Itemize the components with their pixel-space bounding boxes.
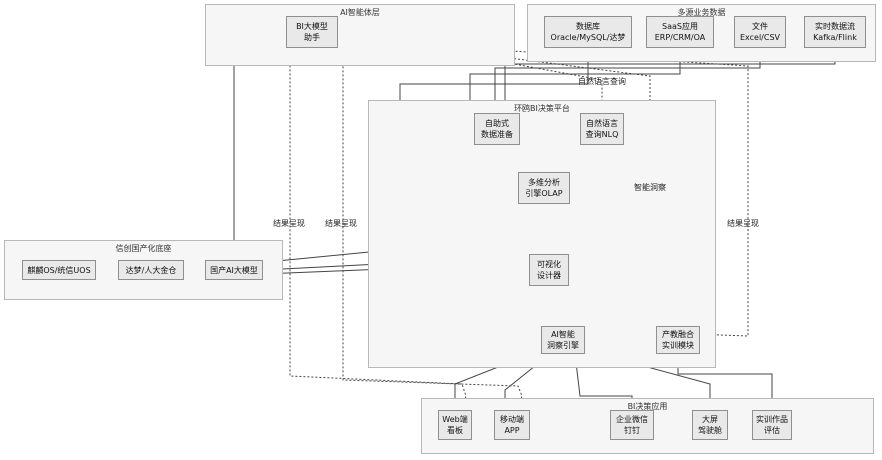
node-bi-assistant[interactable]: BI大模型助手 <box>286 16 338 48</box>
node-domestic-ai[interactable]: 国产AI大模型 <box>205 260 263 280</box>
node-dameng[interactable]: 达梦/人大金仓 <box>118 260 184 280</box>
node-training-module[interactable]: 产教融合实训模块 <box>656 326 700 354</box>
edge-label-smart-insight: 智能洞察 <box>634 183 666 192</box>
node-self-data-prep[interactable]: 自助式数据准备 <box>474 113 520 145</box>
group-xinchuang-base-title: 信创国产化底座 <box>115 244 172 253</box>
node-viz-designer[interactable]: 可视化设计器 <box>529 254 569 286</box>
group-ai-agent-layer: AI智能体层 <box>205 4 515 66</box>
node-nlq[interactable]: 自然语言查询NLQ <box>580 113 624 145</box>
node-wechat-dingtalk[interactable]: 企业微信钉钉 <box>610 410 654 440</box>
node-ai-insight[interactable]: AI智能洞察引擎 <box>541 326 585 354</box>
edge-label-result-left-1: 结果呈现 <box>273 219 305 228</box>
node-kylin-os[interactable]: 麒麟OS/统信UOS <box>22 260 96 280</box>
edge-label-nl-query: 自然语言查询 <box>578 77 626 86</box>
node-web-dashboard[interactable]: Web端看板 <box>438 410 472 440</box>
group-ai-agent-layer-title: AI智能体层 <box>340 8 380 17</box>
group-bi-platform: 环鸥BI决策平台 <box>368 100 716 368</box>
edge-label-result-left-2: 结果呈现 <box>325 219 357 228</box>
node-big-screen[interactable]: 大屏驾驶舱 <box>692 410 728 440</box>
node-olap[interactable]: 多维分析引擎OLAP <box>518 172 570 204</box>
edge-label-result-right: 结果呈现 <box>727 219 759 228</box>
group-bi-apps-title: BI决策应用 <box>627 402 668 411</box>
group-bi-platform-title: 环鸥BI决策平台 <box>514 104 570 113</box>
group-data-sources-title: 多源业务数据 <box>677 8 726 17</box>
node-training-eval[interactable]: 实训作品评估 <box>752 410 792 440</box>
